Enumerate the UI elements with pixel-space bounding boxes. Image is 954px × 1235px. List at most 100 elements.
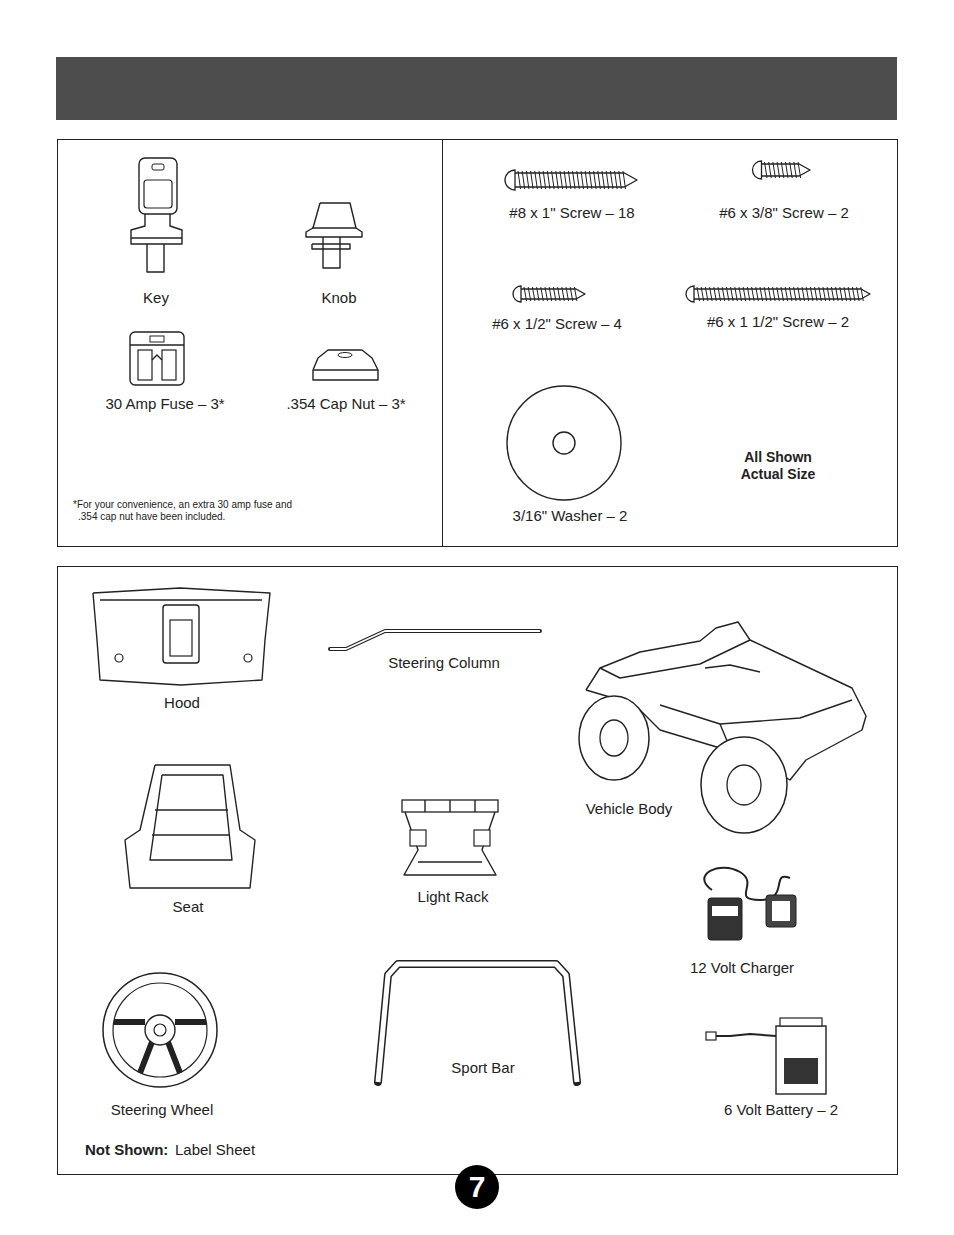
light-rack-illustration: [402, 800, 498, 875]
screw-thread: [518, 171, 521, 189]
part-label: #6 x 1/2" Screw – 4: [492, 315, 622, 333]
screw-thread: [739, 287, 742, 301]
wheel: [701, 737, 787, 833]
screw-thread: [731, 287, 734, 301]
light-rack-seg: [424, 800, 425, 812]
steering-column-inner: [330, 631, 540, 649]
part-label: Steering Wheel: [111, 1101, 214, 1119]
screw-thread: [558, 287, 561, 301]
sport-bar-inner: [378, 964, 577, 1082]
part-label: 6 Volt Battery – 2: [724, 1101, 838, 1119]
key-illustration: [131, 158, 182, 272]
vehicle-body-line: [660, 700, 852, 724]
light-rack-seg: [474, 800, 475, 812]
screw-thread: [539, 171, 542, 189]
screw-thread: [697, 287, 700, 301]
washer-hole: [553, 432, 575, 454]
screw-thread: [769, 162, 772, 178]
screw-thread: [848, 287, 851, 301]
hood-dash: [163, 605, 199, 663]
part-label: Vehicle Body: [586, 800, 673, 818]
screw-6x1-2: [513, 286, 585, 302]
screw-thread: [781, 287, 784, 301]
page-number-circle: 7: [455, 1165, 499, 1209]
screw-thread: [765, 162, 768, 178]
screw-thread: [619, 171, 622, 189]
screw-thread: [526, 171, 529, 189]
screw-thread: [566, 287, 569, 301]
fuse-top-line: [130, 344, 184, 345]
screw-thread: [585, 171, 588, 189]
knob-clip: [312, 244, 350, 249]
screw-thread: [827, 287, 830, 301]
screw-thread: [718, 287, 721, 301]
screw-thread: [581, 171, 584, 189]
part-label: Light Rack: [418, 888, 489, 906]
screw-thread: [545, 287, 548, 301]
screw-thread: [815, 287, 818, 301]
screw-thread: [701, 287, 704, 301]
light: [410, 830, 426, 846]
screw-6x1-1-2: [686, 286, 870, 302]
charger-transformer: [708, 898, 742, 940]
screw-thread: [768, 287, 771, 301]
screw-head: [505, 170, 515, 190]
screw-thread: [574, 287, 577, 301]
screw-thread: [722, 287, 725, 301]
screw-thread: [752, 287, 755, 301]
screw-thread: [852, 287, 855, 301]
screw-thread: [543, 171, 546, 189]
screw-thread: [760, 287, 763, 301]
light-rack-top: [402, 800, 498, 812]
fuse-link: [152, 355, 162, 360]
wheel-center: [154, 1024, 166, 1036]
screw-thread: [836, 287, 839, 301]
wheel-hub: [727, 765, 761, 805]
charger-plug: [766, 895, 796, 927]
seat-illustration: [125, 765, 255, 888]
screw-thread: [570, 287, 573, 301]
light-rack-seg: [449, 800, 450, 812]
screw-thread: [810, 287, 813, 301]
seat-line: [155, 809, 228, 810]
screw-thread: [610, 171, 613, 189]
part-label: Sport Bar: [451, 1059, 514, 1077]
screw-thread: [794, 162, 797, 178]
fuse-illustration: [130, 332, 184, 385]
hood-outline: [93, 588, 270, 685]
battery-body: [776, 1026, 826, 1094]
part-label: All Shown Actual Size: [723, 449, 833, 483]
screw-thread: [802, 287, 805, 301]
wheel-hub: [600, 720, 628, 756]
fuse-blade: [138, 350, 152, 380]
screw-thread: [547, 171, 550, 189]
part-label: Key: [143, 289, 169, 307]
part-label: #6 x 1 1/2" Screw – 2: [707, 313, 849, 331]
screw-thread: [528, 287, 531, 301]
part-label: Knob: [321, 289, 356, 307]
screw-thread: [562, 287, 565, 301]
part-label: .354 Cap Nut – 3*: [286, 395, 405, 413]
hood-illustration: [93, 588, 270, 685]
screw-thread: [564, 171, 567, 189]
screw-thread: [785, 287, 788, 301]
parts-panel: KeyKnob30 Amp Fuse – 3*.354 Cap Nut – 3*…: [57, 139, 443, 547]
vehicle-body-line: [600, 640, 750, 678]
battery-wire: [714, 1034, 776, 1036]
screw-thread: [777, 162, 780, 178]
part-label: Hood: [164, 694, 200, 712]
part-label: Steering Column: [388, 654, 500, 672]
screw-thread: [537, 287, 540, 301]
screw-thread: [823, 287, 826, 301]
screw-thread: [789, 287, 792, 301]
hood-switch: [170, 620, 192, 656]
screw-thread: [623, 171, 626, 189]
battery-connector: [706, 1032, 716, 1040]
screw-thread: [735, 287, 738, 301]
screw-thread: [794, 287, 797, 301]
screw-thread: [552, 171, 555, 189]
charger-label-area: [712, 906, 738, 916]
screw-thread: [743, 287, 746, 301]
screw-thread: [786, 162, 789, 178]
screw-thread: [573, 171, 576, 189]
